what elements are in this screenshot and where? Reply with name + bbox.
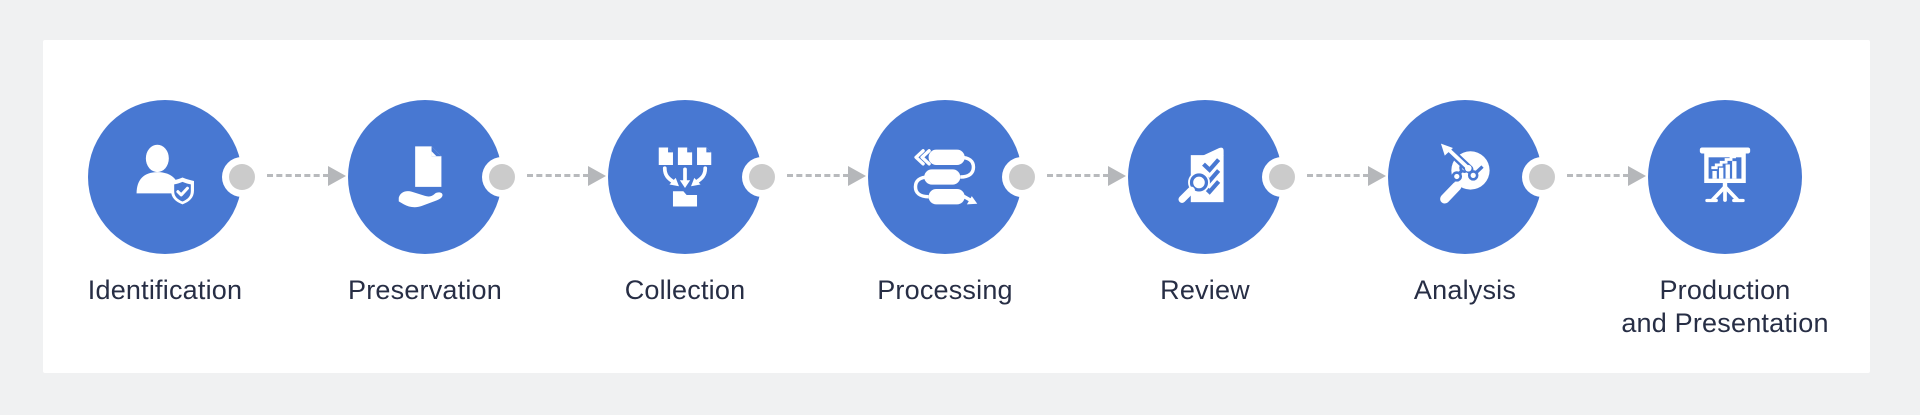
user-shield-icon: [136, 144, 194, 205]
document-checklist-magnifier-icon: [1178, 147, 1224, 203]
connector-1: [222, 157, 352, 197]
stage-label: Collection: [624, 275, 746, 305]
connector-3: [742, 157, 872, 197]
connector-dashed-line: [1307, 174, 1369, 177]
stage-circle: [88, 100, 242, 254]
workflow-serpentine-arrow-icon: [913, 149, 978, 205]
connector-node-dot: [749, 164, 775, 190]
connector-arrowhead-icon: [848, 166, 866, 186]
connector-arrowhead-icon: [1108, 166, 1126, 186]
stage-label: Preservation: [348, 275, 502, 305]
stage-circle: [1128, 100, 1282, 254]
connector-arrowhead-icon: [328, 166, 346, 186]
stage-label: Processing: [877, 275, 1013, 305]
connector-5: [1262, 157, 1392, 197]
connector-dashed-line: [1567, 174, 1629, 177]
presentation-chart-icon: [1699, 147, 1751, 203]
connector-dashed-line: [787, 174, 849, 177]
connector-6: [1522, 157, 1652, 197]
documents-to-folder-icon: [658, 147, 712, 207]
connector-node-dot: [489, 164, 515, 190]
stage-circle: [1388, 100, 1542, 254]
connector-node-dot: [229, 164, 255, 190]
stage-circle: [608, 100, 762, 254]
connector-dashed-line: [267, 174, 329, 177]
stage-label: Review: [1160, 275, 1250, 305]
step-processing: Processing: [815, 100, 1075, 307]
step-review: Review: [1075, 100, 1335, 307]
stage-circle: [348, 100, 502, 254]
connector-2: [482, 157, 612, 197]
step-analysis: Analysis: [1335, 100, 1595, 307]
connector-node-dot: [1269, 164, 1295, 190]
connector-arrowhead-icon: [588, 166, 606, 186]
connector-dashed-line: [527, 174, 589, 177]
hand-document-icon: [398, 146, 443, 208]
connector-arrowhead-icon: [1368, 166, 1386, 186]
connector-arrowhead-icon: [1628, 166, 1646, 186]
connector-node-dot: [1009, 164, 1035, 190]
stage-circle: [1648, 100, 1802, 254]
connector-node-dot: [1529, 164, 1555, 190]
process-flow-card: Identification Preservation: [43, 40, 1870, 373]
chart-magnifier-icon: [1440, 143, 1490, 204]
step-preservation: Preservation: [295, 100, 555, 307]
step-identification: Identification: [35, 100, 295, 307]
stage-circle: [868, 100, 1022, 254]
step-collection: Collection: [555, 100, 815, 307]
stage-label: Identification: [87, 275, 243, 305]
connector-4: [1002, 157, 1132, 197]
stage-label: Analysis: [1413, 275, 1517, 305]
connector-dashed-line: [1047, 174, 1109, 177]
